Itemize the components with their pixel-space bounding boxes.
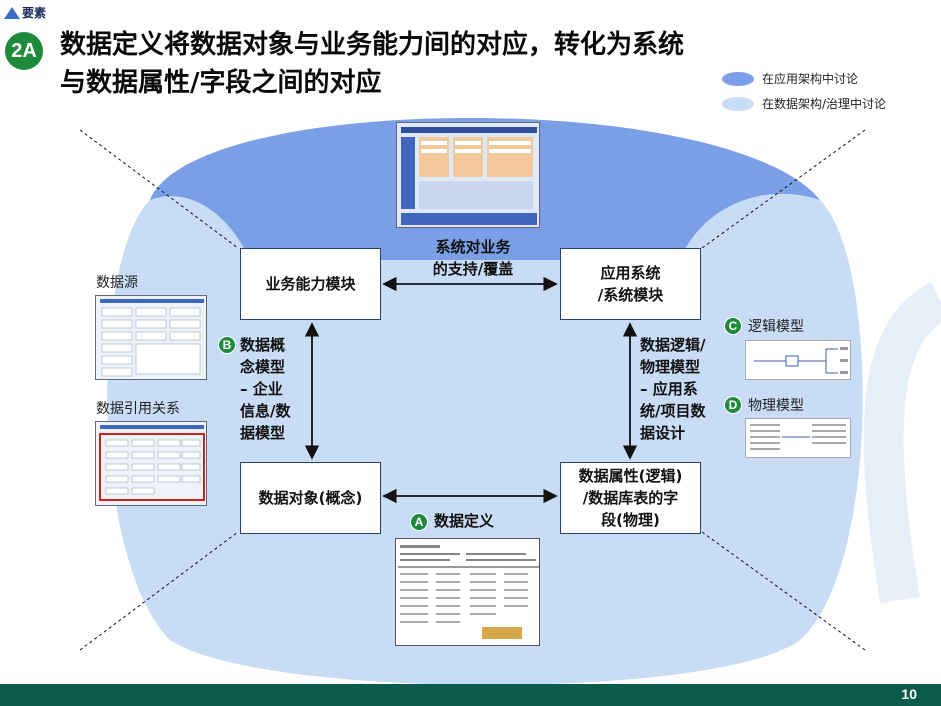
- logical-model-icon: [754, 347, 848, 374]
- data-object-label: 数据对象(概念): [258, 489, 363, 507]
- page-title: 数据定义将数据对象与业务能力间的对应，转化为系统 与数据属性/字段之间的对应: [60, 26, 684, 102]
- data-reference-icon: [99, 425, 205, 501]
- support-label: 系统对业务 的支持/覆盖: [418, 236, 528, 280]
- page-number: 10: [901, 686, 917, 702]
- data-source-thumbnail: [95, 295, 207, 380]
- support-line-1: 系统对业务: [435, 238, 511, 256]
- concept-line: 信息/数: [240, 402, 291, 420]
- perspective-lines: [79, 129, 866, 651]
- title-line-1: 数据定义将数据对象与业务能力间的对应，转化为系统: [60, 30, 685, 60]
- legend-label: 在应用架构中讨论: [762, 72, 859, 86]
- data-attribute-box: 数据属性(逻辑) /数据库表的字 段(物理): [560, 462, 701, 534]
- concept-model-label: 数据概 念模型 – 企业 信息/数 据模型: [240, 334, 290, 444]
- decor-swoosh: [863, 282, 941, 604]
- business-capability-label: 业务能力模块: [265, 275, 356, 293]
- data-attribute-line-2: /数据库表的字: [582, 489, 679, 507]
- concept-line: 据模型: [240, 424, 286, 442]
- title-line-2: 与数据属性/字段之间的对应: [60, 68, 382, 98]
- footer-bar: [0, 684, 941, 706]
- data-reference-label: 数据引用关系: [96, 401, 180, 417]
- data-attribute-line-1: 数据属性(逻辑): [578, 467, 683, 485]
- application-system-line-1: 应用系统: [600, 264, 661, 282]
- physical-model-icon: [750, 424, 846, 450]
- data-source-icon: [100, 299, 204, 377]
- legend: 在应用架构中讨论 在数据架构/治理中讨论: [722, 70, 886, 112]
- data-definition-label: 数据定义: [434, 512, 495, 530]
- business-capability-box: 业务能力模块: [240, 248, 381, 320]
- badge-b: B: [218, 336, 236, 354]
- legend-label: 在数据架构/治理中讨论: [762, 97, 887, 111]
- support-line-2: 的支持/覆盖: [432, 260, 514, 278]
- data-object-box: 数据对象(概念): [240, 462, 381, 534]
- data-source-label: 数据源: [96, 275, 138, 291]
- concept-line: 数据概: [240, 336, 286, 354]
- concept-line: – 企业: [240, 380, 283, 398]
- logical-model-thumbnail: [745, 340, 851, 380]
- legend-swatch-light: [722, 96, 754, 111]
- data-reference-thumbnail: [95, 421, 207, 506]
- physical-model-label: 物理模型: [748, 398, 804, 414]
- capability-map-icon: [401, 127, 537, 225]
- concept-line: 念模型: [240, 358, 286, 376]
- capability-map-thumbnail: [396, 122, 540, 228]
- logical-model-label: 逻辑模型: [748, 319, 804, 335]
- kicker-text: 要素: [22, 6, 47, 20]
- badge-c: C: [724, 317, 742, 335]
- application-system-line-2: /系统模块: [597, 286, 664, 304]
- logical-line: – 应用系: [640, 380, 698, 398]
- logical-line: 据设计: [640, 424, 686, 442]
- legend-swatch-dark: [722, 71, 754, 86]
- logical-physical-label: 数据逻辑/ 物理模型 – 应用系 统/项目数 据设计: [640, 334, 705, 444]
- legend-item-data: 在数据架构/治理中讨论: [722, 95, 886, 112]
- triangle-icon: [4, 6, 20, 19]
- application-system-box: 应用系统 /系统模块: [560, 248, 701, 320]
- badge-a: A: [410, 513, 428, 531]
- data-definition-document: [395, 538, 540, 646]
- logical-line: 统/项目数: [640, 402, 706, 420]
- document-icon: [398, 545, 539, 639]
- kicker: 要素: [4, 4, 46, 21]
- logical-line: 数据逻辑/: [640, 336, 706, 354]
- legend-item-application: 在应用架构中讨论: [722, 70, 886, 87]
- data-attribute-line-3: 段(物理): [601, 511, 660, 529]
- badge-d: D: [724, 396, 742, 414]
- physical-model-thumbnail: [745, 418, 851, 458]
- logical-line: 物理模型: [640, 358, 701, 376]
- section-badge: 2A: [5, 32, 43, 70]
